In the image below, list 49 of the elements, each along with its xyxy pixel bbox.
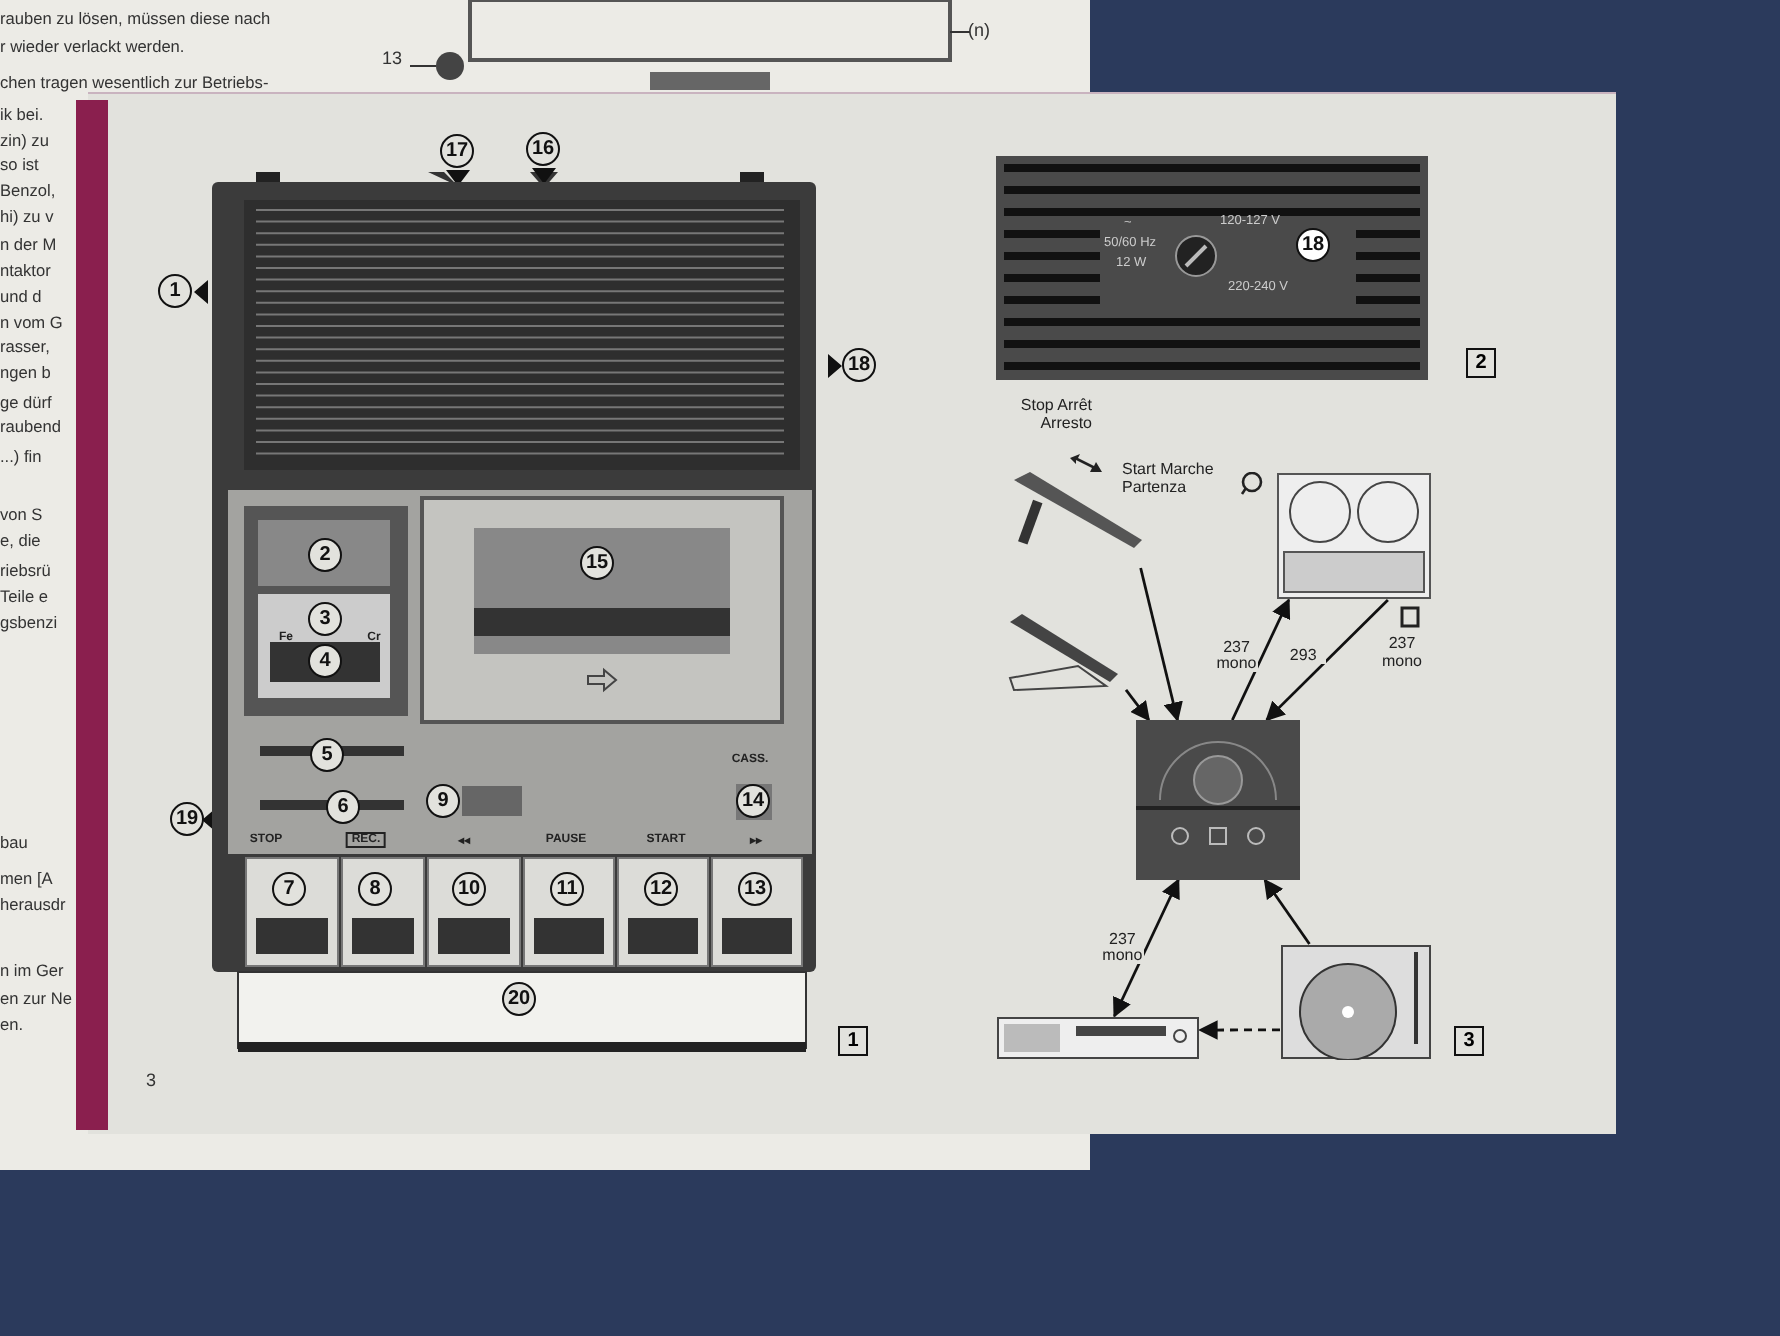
text-fragment: e, die	[0, 530, 41, 550]
text-fragment: chen tragen wesentlich zur Betriebs-	[0, 72, 269, 92]
text-fragment: ntaktor	[0, 260, 51, 280]
text-fragment: ngen b	[0, 362, 51, 382]
text-fragment: n der M	[0, 234, 57, 254]
text-fragment: ik bei.	[0, 104, 44, 124]
socket-panel-drawing	[1136, 720, 1300, 880]
text-fragment: hi) zu v	[0, 206, 54, 226]
connector-arrow	[1263, 878, 1311, 945]
switch-label: Start Marche Partenza	[1122, 462, 1216, 498]
text-fragment: herausdr	[0, 894, 66, 914]
connector-arrow	[1231, 598, 1291, 721]
connector-arrow	[1139, 567, 1183, 722]
switch-label: Stop Arrêt Arresto	[1018, 398, 1092, 434]
text-fragment: r wieder verlackt werden.	[0, 36, 185, 56]
page-text: 3	[146, 1070, 157, 1090]
figure-number: 2	[1466, 348, 1496, 378]
edge-label: 237 mono	[1100, 932, 1145, 964]
text-fragment: zin) zu	[0, 130, 49, 150]
text-fragment: ge dürf	[0, 392, 52, 412]
connector-arrow	[1124, 689, 1150, 722]
connector-arrow	[1198, 1020, 1280, 1040]
text-fragment: rauben zu lösen, müssen diese nach	[0, 8, 271, 28]
text-fragment: n im Ger	[0, 960, 64, 980]
text-fragment: ...) fin	[0, 446, 42, 466]
text-fragment: en zur Ne	[0, 988, 72, 1008]
text-fragment: n vom G	[0, 312, 63, 332]
text-fragment: von S	[0, 504, 43, 524]
text-fragment: raubend	[0, 416, 61, 436]
text-fragment: men [A	[0, 868, 53, 888]
text-fragment: rasser,	[0, 336, 50, 356]
text-fragment: en.	[0, 1014, 24, 1034]
edge-label: 237 mono	[1214, 640, 1259, 672]
text-fragment: Benzol,	[0, 180, 56, 200]
text-fragment: riebsrü	[0, 560, 51, 580]
turntable-drawing	[1280, 944, 1432, 1060]
text-fragment: bau	[0, 832, 28, 852]
text-fragment: so ist	[0, 154, 39, 174]
figure-number: 1	[838, 1026, 868, 1056]
tape-recorder-drawing	[1276, 472, 1432, 600]
page-text: (n)	[968, 20, 990, 40]
amplifier-drawing	[996, 1016, 1200, 1060]
text-fragment: und d	[0, 286, 42, 306]
page-text: 13	[382, 48, 403, 68]
cable-label: 237 mono	[1380, 636, 1424, 672]
text-fragment: Teile e	[0, 586, 48, 606]
text-fragment: gsbenzi	[0, 612, 58, 632]
figure-number: 3	[1454, 1026, 1484, 1056]
connector-arrow	[1113, 878, 1180, 1018]
